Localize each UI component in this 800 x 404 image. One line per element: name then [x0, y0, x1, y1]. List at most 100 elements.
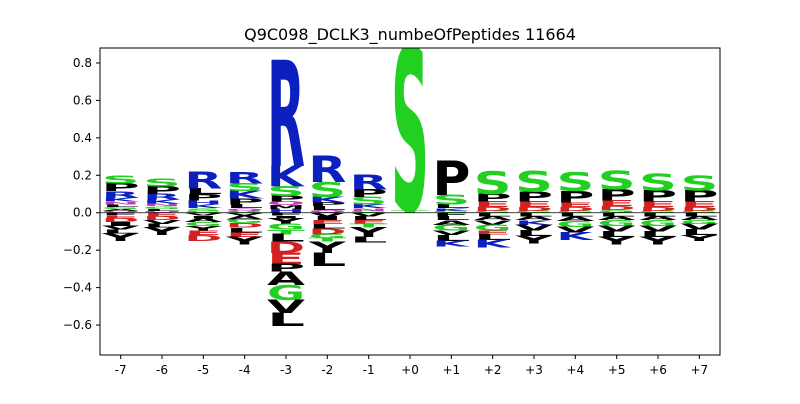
logo-letter-a: A — [432, 219, 470, 227]
logo-letter-d: D — [556, 206, 594, 212]
logo-letter-l: L — [515, 212, 553, 218]
logo-letter-v: V — [680, 222, 719, 231]
logo-letter-y: Y — [101, 231, 140, 243]
x-tick-label: +6 — [649, 363, 667, 377]
x-tick-label: +0 — [401, 363, 419, 377]
logo-letter-k: K — [102, 197, 140, 203]
logo-letter-e: E — [556, 201, 594, 209]
logo-letter-q: Q — [102, 210, 140, 213]
plot-area: QAGLNKRPSFEDIVLYQLGNKRPSEDVLYGSKHPLRVIAG… — [99, 31, 721, 356]
logo-letter-v: V — [598, 224, 637, 233]
logo-letter-v: V — [102, 225, 140, 231]
logo-letter-e: E — [102, 215, 140, 220]
logo-letter-k: K — [556, 230, 595, 242]
logo-letter-v: V — [350, 212, 388, 218]
logo-letter-g: G — [350, 210, 388, 213]
logo-letter-k: K — [226, 189, 265, 201]
logo-letter-k: K — [350, 203, 388, 209]
logo-letter-a: A — [515, 216, 553, 222]
logo-letter-r: R — [226, 169, 264, 187]
logo-letter-s: S — [143, 177, 181, 189]
logo-letter-g: G — [308, 233, 346, 239]
logo-letter-s: S — [639, 168, 677, 196]
logo-letter-e: E — [267, 250, 305, 268]
logo-letter-s: S — [267, 184, 305, 199]
y-tick-label: 0.2 — [73, 168, 92, 182]
logo-letter-q: Q — [226, 207, 264, 211]
x-tick-label: +2 — [484, 363, 502, 377]
y-tick-label: −0.4 — [63, 281, 92, 295]
logo-letter-s: S — [474, 166, 512, 202]
logo-letter-g: G — [184, 210, 222, 213]
logo-letter-l: L — [474, 212, 512, 218]
x-tick-label: -1 — [363, 363, 375, 377]
logo-letter-d: D — [184, 234, 222, 243]
x-tick-label: -3 — [280, 363, 292, 377]
logo-letter-g: G — [556, 210, 594, 213]
logo-letter-v: V — [639, 224, 678, 233]
logo-letter-p: P — [102, 181, 140, 193]
logo-letter-v: V — [226, 212, 264, 216]
logo-letter-g: G — [432, 210, 470, 213]
logo-letter-v: V — [474, 219, 512, 227]
logo-letter-v: V — [184, 212, 222, 216]
logo-letter-v: V — [308, 212, 346, 218]
logo-letter-y: Y — [597, 235, 636, 247]
logo-letter-r: R — [267, 31, 305, 201]
logo-letter-l: L — [474, 233, 512, 242]
logo-letter-l: L — [350, 215, 388, 221]
logo-letter-g: G — [143, 205, 181, 210]
logo-letter-g: G — [474, 223, 512, 232]
logo-letter-d: D — [308, 227, 346, 236]
logo-letter-p: P — [267, 262, 305, 274]
y-axis: 0.80.60.40.20.0−0.2−0.4−0.6 — [63, 56, 100, 332]
logo-letter-l: L — [267, 232, 305, 244]
logo-letter-k: K — [474, 238, 513, 250]
logo-letter-v: V — [267, 296, 305, 317]
logo-letter-p: P — [639, 187, 677, 205]
logo-letter-s: S — [598, 165, 636, 196]
logo-letter-d: D — [639, 206, 677, 212]
x-tick-label: -7 — [115, 363, 127, 377]
logo-letter-e: E — [226, 231, 264, 239]
logo-letter-a: A — [226, 215, 264, 221]
logo-letter-d: D — [680, 206, 718, 212]
logo-letter-v: V — [432, 229, 470, 237]
logo-letter-t: T — [308, 237, 346, 243]
logo-letter-r: R — [308, 149, 346, 191]
logo-letter-k: K — [143, 199, 181, 205]
logo-letter-r: R — [102, 190, 140, 201]
logo-letter-e: E — [184, 229, 222, 237]
logo-letter-d: D — [143, 215, 181, 221]
logo-letter-g: G — [432, 223, 470, 232]
logo-letter-q: Q — [143, 210, 181, 213]
logo-letter-f: F — [432, 212, 470, 218]
logo-letter-d: D — [474, 206, 512, 212]
logo-letter-e: E — [308, 219, 346, 225]
logo-letter-l: L — [308, 250, 346, 271]
logo-letter-n: N — [143, 203, 181, 208]
logo-letter-p: P — [143, 184, 181, 196]
logo-letter-s: S — [308, 178, 346, 202]
logo-letter-g: G — [184, 221, 222, 227]
logo-letter-p: P — [226, 197, 264, 206]
logo-letter-d: D — [515, 206, 553, 212]
logo-letter-i: I — [102, 221, 140, 227]
logo-letter-g: G — [267, 222, 305, 231]
logo-letter-v: V — [143, 219, 181, 225]
logo-letter-s: S — [184, 207, 222, 212]
logo-letter-r: R — [350, 170, 388, 194]
logo-letter-l: L — [598, 230, 636, 239]
y-tick-label: 0.4 — [73, 131, 92, 145]
logo-letter-d: D — [102, 217, 140, 223]
logo-letter-s: S — [680, 172, 718, 196]
logo-letter-g: G — [639, 210, 677, 213]
logo-letter-f: F — [102, 212, 140, 217]
logo-letter-e: E — [639, 200, 677, 209]
logo-letter-k: K — [184, 203, 222, 209]
logo-letter-y: Y — [225, 235, 264, 247]
logo-letter-i: I — [267, 215, 305, 220]
logo-letter-k: K — [515, 219, 553, 227]
logo-letter-a: A — [598, 216, 636, 222]
logo-letter-l: L — [432, 234, 470, 243]
